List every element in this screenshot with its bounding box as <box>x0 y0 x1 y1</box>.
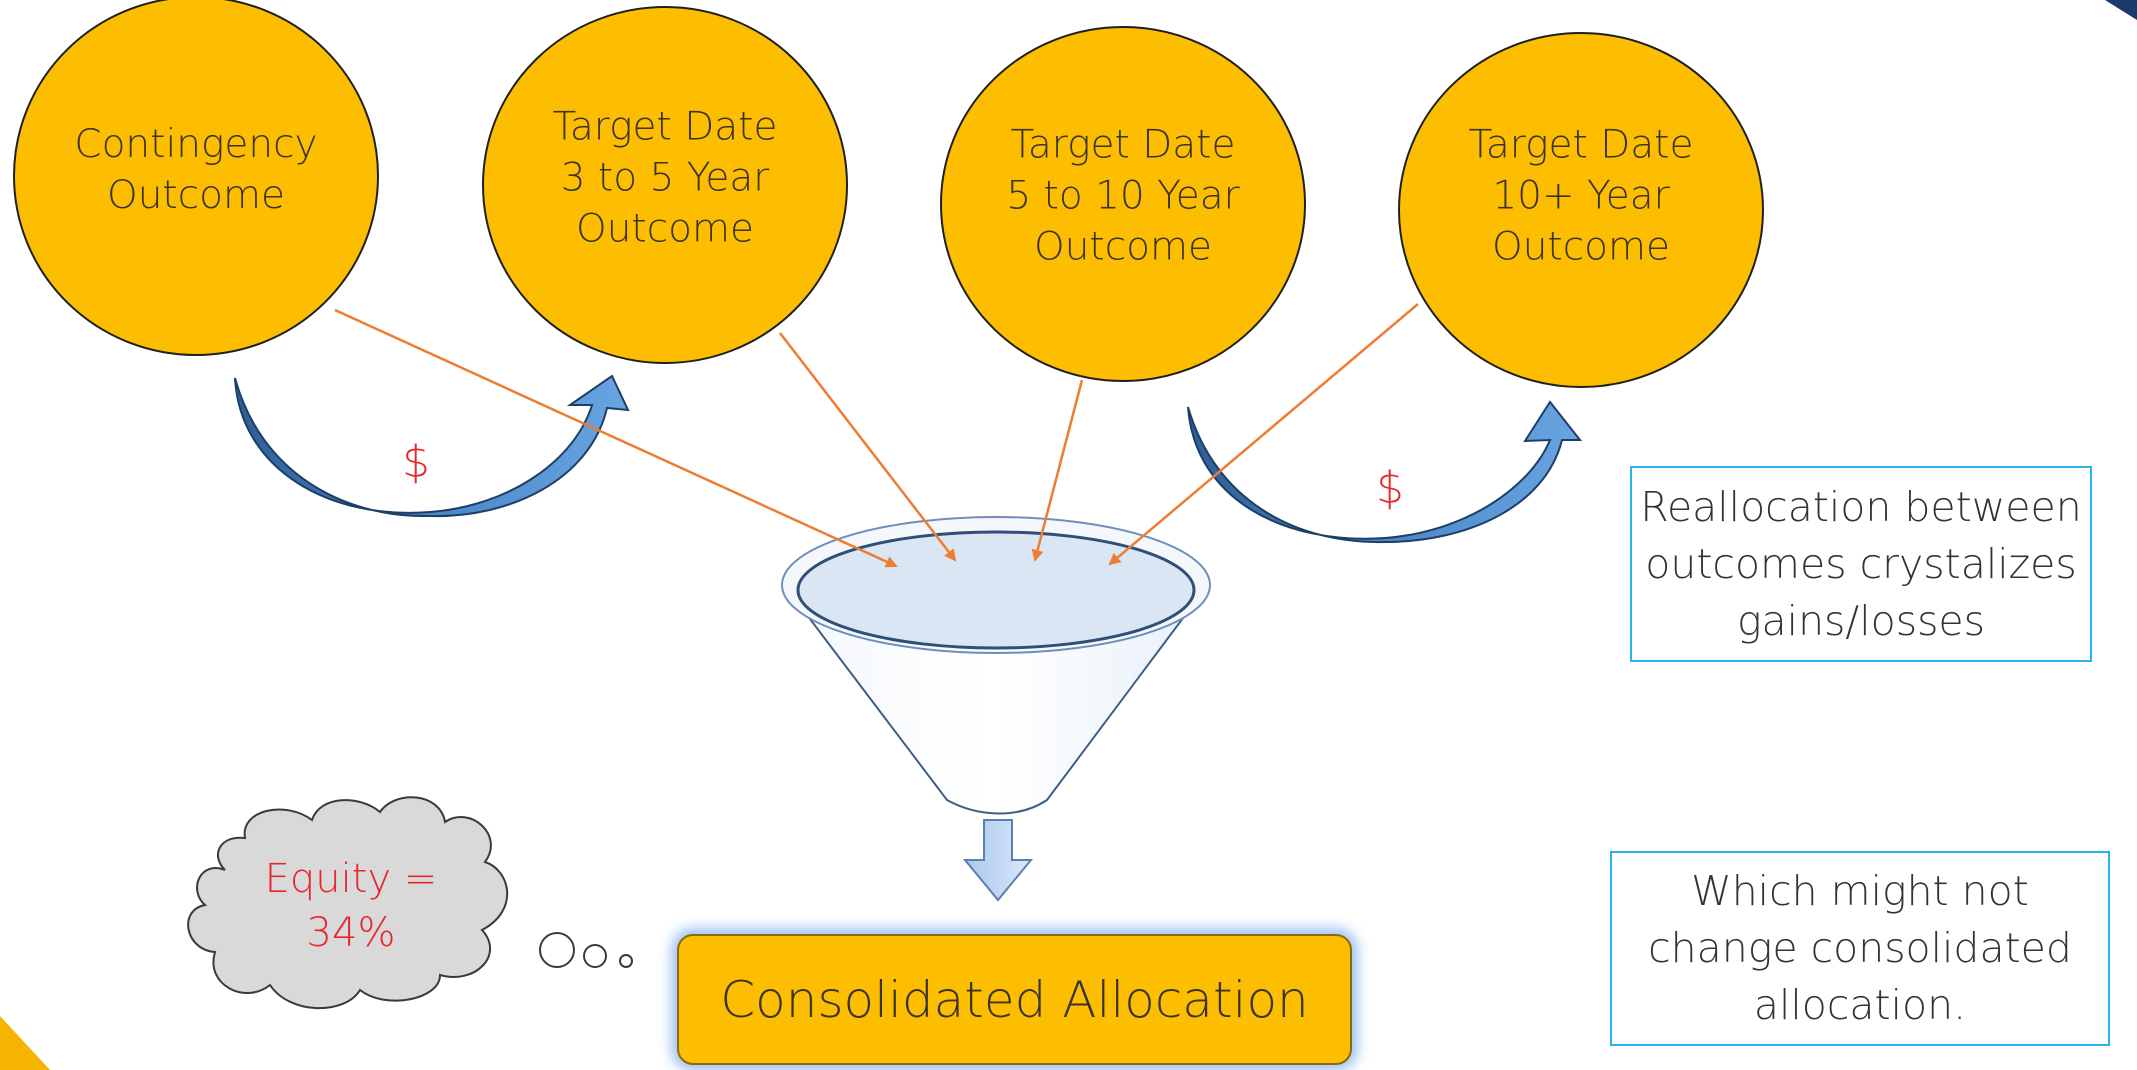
thought-bubble-text: Equity = 34% <box>265 852 438 960</box>
thought-bubble-medium <box>583 944 607 968</box>
outcome-label-line: 3 to 5 Year <box>560 155 770 201</box>
thought-bubble-line: Equity = <box>264 856 438 902</box>
dollar-transfer-left: $ <box>402 436 430 488</box>
note-consolidated-effect: Which might not change consolidated allo… <box>1610 851 2110 1046</box>
note-reallocation: Reallocation between outcomes crystalize… <box>1630 466 2092 662</box>
connector-arrow-5-to-10 <box>1031 379 1084 562</box>
outcome-circle-3-to-5 <box>482 6 848 364</box>
thought-bubble-large <box>539 932 575 968</box>
thought-bubble-line: 34% <box>306 910 396 956</box>
connector-arrow-contingency <box>334 308 898 568</box>
outcome-label-line: 5 to 10 Year <box>1006 173 1240 219</box>
connector-arrow-10-plus <box>1108 303 1419 566</box>
outcome-label-5-to-10: Target Date 5 to 10 Year Outcome <box>973 120 1273 273</box>
corner-accent-bottom-left <box>0 1016 50 1070</box>
consolidated-allocation-label: Consolidated Allocation <box>720 970 1309 1029</box>
outcome-label-line: Outcome <box>1034 224 1212 270</box>
consolidated-allocation-box: Consolidated Allocation <box>677 934 1352 1065</box>
note-line: outcomes crystalizes <box>1645 539 2077 588</box>
outcome-label-line: Contingency <box>74 122 318 167</box>
outcome-label-line: Outcome <box>107 173 285 218</box>
outcome-circle-10-plus <box>1398 32 1764 388</box>
outcome-label-10-plus: Target Date 10+ Year Outcome <box>1431 120 1731 273</box>
outcome-label-contingency: Contingency Outcome <box>46 119 346 221</box>
connector-arrow-3-to-5 <box>779 332 957 562</box>
outcome-label-line: Target Date <box>552 104 778 150</box>
corner-accent-top-right <box>2105 0 2137 20</box>
outcome-label-line: Target Date <box>1468 122 1694 168</box>
outcome-label-line: Outcome <box>1492 224 1670 270</box>
down-arrow <box>962 819 1034 902</box>
outcome-circle-contingency <box>13 0 379 356</box>
thought-cloud <box>187 796 509 1010</box>
note-line: change consolidated <box>1648 924 2072 972</box>
thought-bubble-small <box>619 954 633 968</box>
note-line: gains/losses <box>1736 596 1986 645</box>
outcome-label-line: Target Date <box>1010 122 1236 168</box>
curved-arrow-left <box>234 374 630 518</box>
note-line: allocation. <box>1753 981 1967 1029</box>
dollar-transfer-right: $ <box>1376 462 1404 514</box>
outcome-label-3-to-5: Target Date 3 to 5 Year Outcome <box>515 102 815 255</box>
note-line: Which might not <box>1691 867 2029 915</box>
curved-arrow-right <box>1187 400 1583 544</box>
note-line: Reallocation between <box>1640 482 2082 531</box>
outcome-label-line: Outcome <box>576 206 754 252</box>
outcome-circle-5-to-10 <box>940 26 1306 382</box>
outcome-label-line: 10+ Year <box>1492 173 1670 219</box>
